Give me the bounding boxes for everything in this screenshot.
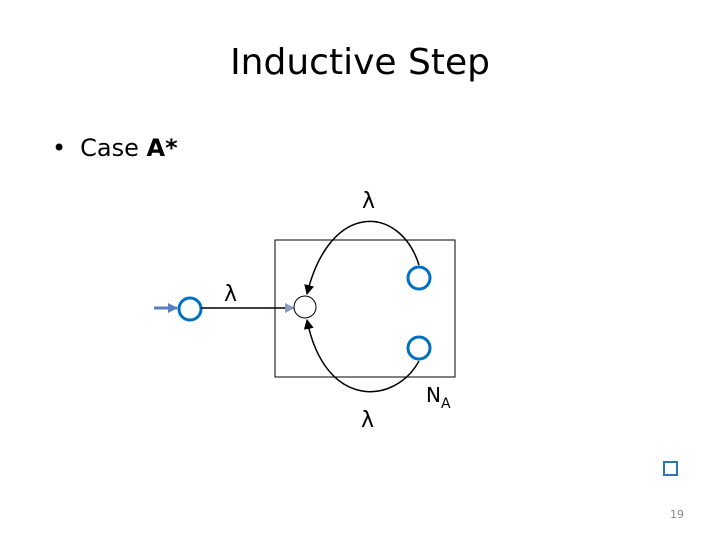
lambda-loop-top [304, 220, 420, 295]
lambda-loop-bottom [303, 319, 420, 393]
old-start-state [293, 295, 317, 319]
lambda-label-top: λ [362, 189, 375, 214]
nfa-label-main: N [426, 383, 441, 407]
accept-state-top [406, 265, 432, 291]
lambda-label-bottom: λ [361, 408, 374, 433]
new-start-state [177, 296, 203, 322]
bullet-case: • Case A* [52, 134, 178, 162]
page-number: 19 [670, 508, 684, 521]
qed-square-icon [663, 461, 678, 476]
slide-title: Inductive Step [230, 42, 490, 83]
bullet-symbol: • [52, 134, 67, 162]
bullet-bold-text: A* [146, 134, 178, 162]
lambda-label-left: λ [224, 282, 237, 307]
nfa-label-subscript: A [441, 396, 451, 412]
accept-state-bottom [406, 335, 432, 361]
nfa-label: NA [426, 383, 451, 412]
bullet-text: Case [80, 134, 147, 162]
